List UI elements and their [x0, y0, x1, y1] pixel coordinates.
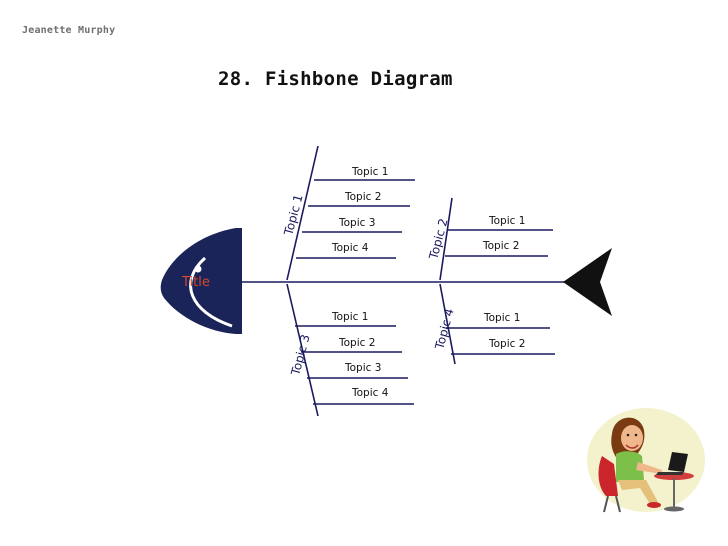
item-label: Topic 2	[338, 337, 375, 349]
category-label-topic-3: Topic 3	[288, 333, 313, 378]
fish-head-label: Title	[181, 275, 210, 290]
category-label-topic-4: Topic 4	[432, 307, 457, 352]
girl-laptop-clipart	[587, 408, 705, 513]
author-name: Jeanette Murphy	[22, 25, 116, 36]
item-label: Topic 2	[482, 240, 519, 252]
category-label-topic-2: Topic 2	[426, 217, 451, 262]
item-label: Topic 3	[344, 362, 381, 374]
bone-topic-3	[286, 283, 319, 417]
item-label: Topic 2	[488, 338, 525, 350]
slide-title: 28. Fishbone Diagram	[218, 68, 453, 90]
bone-topic-1	[286, 145, 319, 281]
bone-topic-2	[439, 197, 453, 281]
item-label: Topic 3	[338, 217, 375, 229]
item-label: Topic 2	[344, 191, 381, 203]
item-label: Topic 4	[351, 387, 389, 399]
item-label: Topic 1	[331, 311, 368, 323]
bone-topic-4	[439, 283, 456, 365]
item-label: Topic 1	[351, 166, 388, 178]
fish-tail-icon	[563, 248, 612, 316]
item-label: Topic 1	[488, 215, 525, 227]
fish-head-icon	[160, 228, 242, 334]
item-label: Topic 4	[331, 242, 369, 254]
item-label: Topic 1	[483, 312, 520, 324]
